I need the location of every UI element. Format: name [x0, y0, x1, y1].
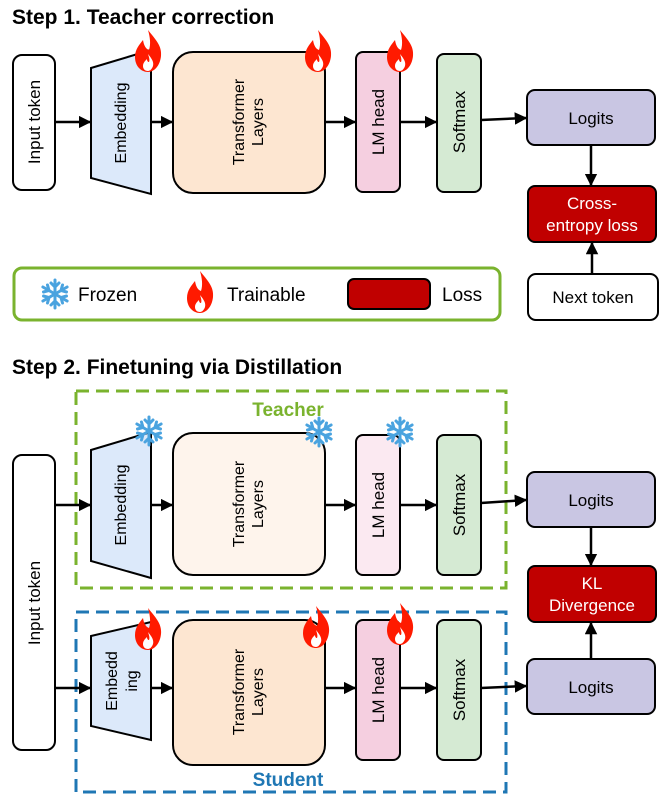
legend-loss-swatch [347, 278, 431, 310]
student-lmhead-flame-icon [387, 603, 414, 645]
teacher-transformer-block [172, 432, 326, 576]
step1-arrow-softmax-logits [480, 112, 528, 125]
student-softmax-label: Softmax [450, 658, 469, 721]
step1-next-token-box [527, 273, 659, 321]
student-embedding-flame-icon [135, 608, 162, 650]
step1-transformer-flame-icon [305, 30, 332, 72]
legend-trainable-label: Trainable [227, 285, 306, 306]
step1-softmax-block [436, 53, 482, 193]
teacher-embedding-snowflake-icon [135, 415, 163, 447]
student-group-label: Student [253, 770, 324, 791]
step1-softmax-label: Softmax [450, 90, 469, 153]
legend-frozen-label: Frozen [78, 285, 137, 306]
teacher-embedding-label: Embedding [113, 465, 130, 546]
step1-loss-label-1: Cross- [567, 194, 617, 213]
student-group-border [74, 610, 508, 794]
kl-divergence-label-2: Divergence [549, 596, 635, 615]
step1-loss-label-2: entropy loss [546, 216, 638, 235]
teacher-softmax-label: Softmax [450, 473, 469, 536]
student-logits-box [526, 658, 656, 715]
student-arrow-softmax-logits [480, 680, 528, 693]
teacher-group-border [74, 389, 508, 590]
student-logits-label: Logits [568, 678, 613, 697]
step1-logits-label: Logits [568, 109, 613, 128]
student-lm-head-label: LM head [369, 657, 388, 723]
teacher-softmax-block [436, 434, 482, 576]
step1-transformer-label-1: Transformer [231, 78, 248, 165]
step1-embedding-flame-icon [135, 30, 162, 72]
student-softmax-block [436, 619, 482, 761]
step1-next-token-label: Next token [552, 288, 633, 307]
step2-input-token-label: Input token [25, 561, 44, 645]
step1-lmhead-flame-icon [387, 30, 414, 72]
teacher-lmhead-snowflake-icon [386, 416, 414, 448]
student-embedding-label-1: Embedd [104, 651, 121, 711]
step1-title: Step 1. Teacher correction [12, 6, 274, 29]
kl-divergence-label-1: KL [582, 574, 603, 593]
step1-embedding-block [90, 48, 152, 196]
teacher-embedding-block [90, 430, 152, 580]
teacher-transformer-label-1: Transformer [231, 460, 248, 547]
teacher-transformer-snowflake-icon [305, 416, 333, 448]
step2-input-token-box [12, 454, 56, 751]
step2-title: Step 2. Finetuning via Distillation [12, 356, 342, 379]
teacher-lm-head-label: LM head [369, 472, 388, 538]
step1-lm-head-label: LM head [369, 89, 388, 155]
step1-embedding-label: Embedding [113, 83, 130, 164]
teacher-group-label: Teacher [252, 400, 324, 421]
teacher-logits-label: Logits [568, 491, 613, 510]
step1-transformer-label-2: Layers [250, 98, 267, 146]
step1-input-token-label: Input token [25, 80, 44, 164]
student-embedding-label-2: ing [124, 670, 141, 691]
step1-transformer-block [172, 51, 326, 194]
legend-loss-label: Loss [442, 285, 482, 306]
student-transformer-label-1: Transformer [231, 648, 248, 735]
student-transformer-label-2: Layers [250, 668, 267, 716]
student-transformer-block [172, 619, 326, 766]
student-embedding-block [90, 620, 152, 742]
student-lm-head-block [355, 619, 401, 761]
teacher-transformer-label-2: Layers [250, 480, 267, 528]
teacher-arrow-softmax-logits [480, 494, 528, 507]
